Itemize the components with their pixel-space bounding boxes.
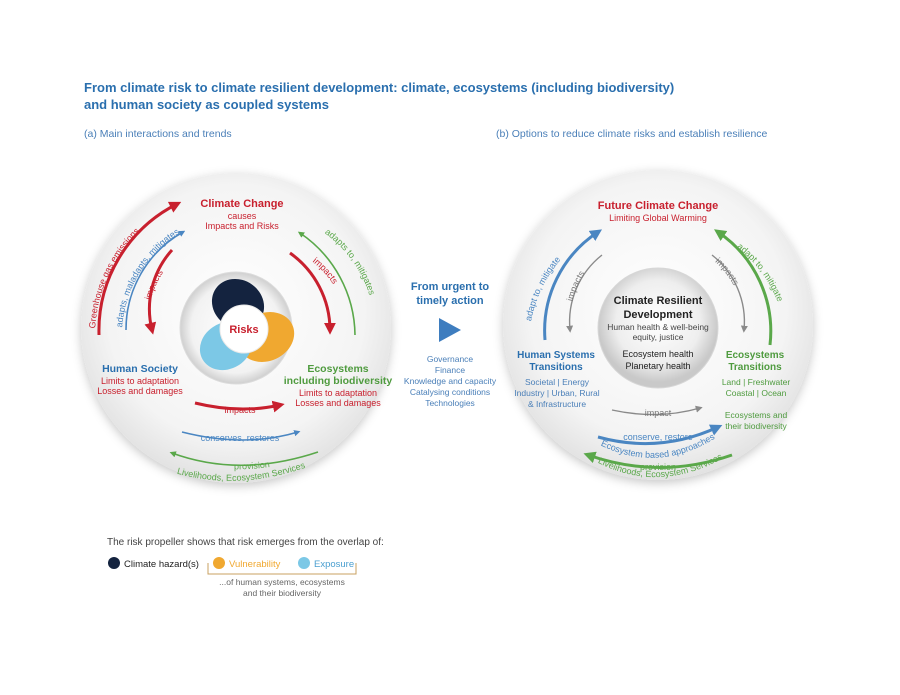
impacts-bottom-label: impacts <box>224 405 256 415</box>
impacts-bottom-arrow <box>194 400 285 413</box>
exposure-swatch <box>298 557 310 569</box>
enabler-item-3: Catalysing conditions <box>410 387 490 397</box>
ecosystems-b-line-0: Land | Freshwater <box>722 377 791 387</box>
legend-note-1: ...of human systems, ecosystems <box>219 577 345 587</box>
crd-line4: Planetary health <box>625 361 690 371</box>
enabler-item-2: Knowledge and capacity <box>404 376 497 386</box>
panel-a-caption: (a) Main interactions and trends <box>84 128 232 140</box>
future-climate-line1: Limiting Global Warming <box>609 213 707 223</box>
ecosystems-a-title1: Ecosystems <box>307 363 368 375</box>
conserve-restore-arrow <box>597 424 723 446</box>
legend-exposure: Exposure <box>314 559 354 570</box>
crd-line2: equity, justice <box>633 332 684 342</box>
adapts-maladapts-arrow <box>125 230 186 331</box>
conserves-restores-arrow <box>181 430 301 441</box>
greenhouse-arrow <box>97 201 182 336</box>
risk-propeller: Risks <box>199 278 295 371</box>
human-systems-line-1: Industry | Urban, Rural <box>514 388 599 398</box>
legend-hazard: Climate hazard(s) <box>124 559 199 570</box>
adapts-to-arrow <box>297 231 356 336</box>
human-systems-title1: Human Systems <box>517 350 595 361</box>
impacts-left-arrow <box>144 248 174 335</box>
crd-line1: Human health & well-being <box>607 322 709 332</box>
enabler-item-0: Governance <box>427 354 474 364</box>
conserve-restore-label: conserve, restore <box>623 432 693 442</box>
provision-arrow-a <box>169 451 319 467</box>
play-arrow-icon <box>439 318 461 342</box>
panel-b-caption: (b) Options to reduce climate risks and … <box>496 128 768 140</box>
vulnerability-swatch <box>213 557 225 569</box>
crd-line3: Ecosystem health <box>622 349 693 359</box>
ecosystems-a-line1: Limits to adaptation <box>299 388 377 398</box>
future-climate-title: Future Climate Change <box>598 200 718 212</box>
crd-title1: Climate Resilient <box>614 295 703 307</box>
conserves-restores-label: conserves, restores <box>201 433 280 443</box>
ecosystems-a-title2: including biodiversity <box>284 375 393 387</box>
climate-change-title: Climate Change <box>200 198 283 210</box>
human-society-line1: Limits to adaptation <box>101 376 179 386</box>
figure-title-line-2: and human society as coupled systems <box>84 97 329 112</box>
provision-b-label: provision <box>640 462 676 472</box>
risks-label: Risks <box>229 324 258 336</box>
adapt-left-arrow <box>543 229 603 341</box>
provision-arrow-b <box>583 451 733 469</box>
impacts-right-arrow <box>289 251 336 335</box>
provision-a-label-path: provision <box>234 459 270 471</box>
ecosystems-b-line-3: Ecosystems and <box>725 410 788 420</box>
human-systems-title2: Transitions <box>529 362 583 373</box>
legend-intro: The risk propeller shows that risk emerg… <box>107 537 384 548</box>
human-society-line2: Losses and damages <box>97 386 183 396</box>
middle-heading-2: timely action <box>416 295 484 307</box>
legend-vulnerability: Vulnerability <box>229 559 281 570</box>
human-systems-line-0: Societal | Energy <box>525 377 590 387</box>
crd-title2: Development <box>623 309 692 321</box>
impact-bottom-label-b: impact <box>645 408 672 418</box>
ecosystems-b-line-4: their biodiversity <box>725 421 787 431</box>
enabler-item-1: Finance <box>435 365 466 375</box>
panel-b-center-disc <box>597 267 719 389</box>
ecosystems-b-line-1: Coastal | Ocean <box>726 388 787 398</box>
figure-title-line-1: From climate risk to climate resilient d… <box>84 80 675 95</box>
climate-change-line2: Impacts and Risks <box>205 221 279 231</box>
hazard-swatch <box>108 557 120 569</box>
human-society-title: Human Society <box>102 363 178 375</box>
human-systems-line-2: & Infrastructure <box>528 399 586 409</box>
ecosystems-a-line2: Losses and damages <box>295 398 381 408</box>
provision-a-label: provision <box>234 459 270 471</box>
enabler-item-4: Technologies <box>425 398 475 408</box>
risks-core <box>219 304 269 354</box>
climate-change-line1: causes <box>228 211 257 221</box>
middle-heading-1: From urgent to <box>411 281 489 293</box>
impact-bottom-arrow-b <box>611 405 703 416</box>
ecosystems-b-title2: Transitions <box>728 362 782 373</box>
ecosystems-b-title1: Ecosystems <box>726 350 785 361</box>
legend-bracket <box>207 563 357 575</box>
impacts-right-arrow-b <box>711 254 748 333</box>
legend-note-2: and their biodiversity <box>243 588 322 598</box>
adapt-right-arrow <box>714 229 773 346</box>
impacts-left-arrow-b <box>566 254 603 333</box>
